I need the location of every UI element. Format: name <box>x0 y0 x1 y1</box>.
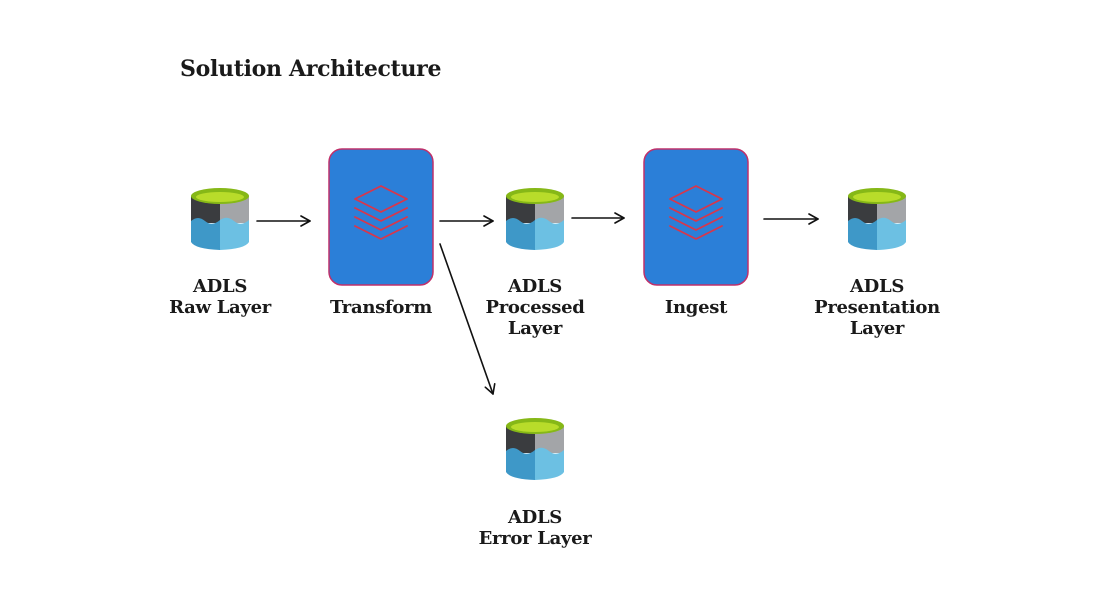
transform-label-line: Transform <box>329 297 433 318</box>
ingest-processor-box <box>643 148 749 286</box>
databricks-layers-icon <box>354 185 408 240</box>
processed-label-line: Layer <box>507 318 563 339</box>
diagram-title: Solution Architecture <box>180 56 442 82</box>
ingest-label: Ingest <box>664 297 728 318</box>
processed-label-line: Processed <box>485 297 585 318</box>
transform-processor-box <box>328 148 434 286</box>
error-storage-icon <box>506 418 564 480</box>
databricks-layers-icon <box>669 185 723 240</box>
ingest-label-line: Ingest <box>664 297 728 318</box>
raw-label-line: ADLS <box>192 276 248 297</box>
processed-storage-icon <box>506 188 564 250</box>
processed-label-line: ADLS <box>507 276 563 297</box>
presentation-label-line: ADLS <box>849 276 905 297</box>
transform-label: Transform <box>330 297 432 318</box>
presentation-label-line: Layer <box>849 318 905 339</box>
error-label-line: Error Layer <box>478 528 592 549</box>
presentation-label-line: Presentation <box>814 297 940 318</box>
raw-storage-icon <box>191 188 249 250</box>
arrow-transform-to-error <box>439 243 496 395</box>
presentation-storage-icon <box>848 188 906 250</box>
error-label-line: ADLS <box>507 507 563 528</box>
raw-label-line: Raw Layer <box>169 297 271 318</box>
